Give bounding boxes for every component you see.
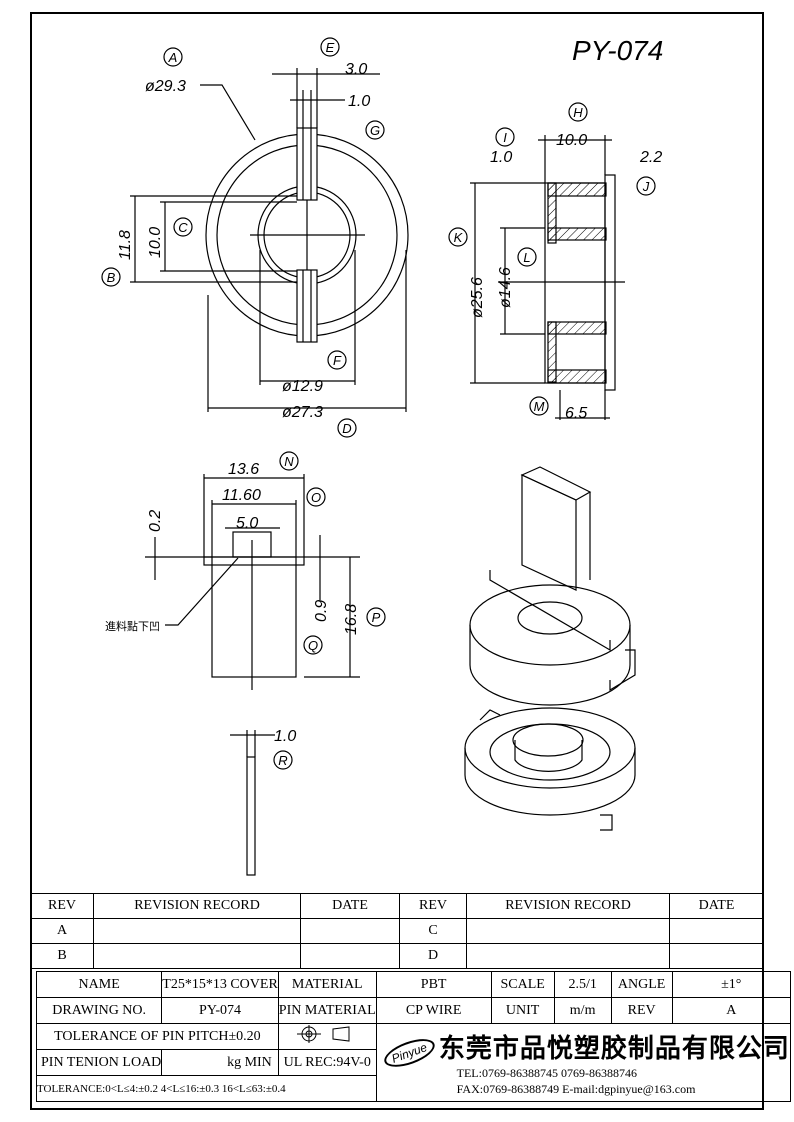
revision-table: REV REVISION RECORD DATE REV REVISION RE… <box>30 893 764 969</box>
dim-5-0: 5.0 <box>236 515 258 532</box>
company-name: 东莞市品悦塑胶制品有限公司 <box>438 1034 790 1064</box>
marker-c: C <box>178 220 188 235</box>
rev-cell: B <box>30 943 94 969</box>
rev-value: A <box>671 997 791 1024</box>
company-fax: FAX:0769-86388749 E-mail:dgpinyue@163.co… <box>456 1082 696 1096</box>
callout-markers <box>101 37 656 770</box>
dim-25-6: ø25.6 <box>469 277 486 318</box>
marker-b: B <box>107 270 116 285</box>
rev-cell: C <box>399 918 467 944</box>
material-label: MATERIAL <box>277 971 377 998</box>
marker-m: M <box>534 399 545 414</box>
dim-16-8: 16.8 <box>343 604 360 635</box>
top-view <box>130 68 409 412</box>
dim-29-3: ø29.3 <box>145 78 186 95</box>
date-header-2: DATE <box>669 893 764 919</box>
marker-r: R <box>278 753 287 768</box>
marker-a: A <box>168 50 178 65</box>
title-block: NAME T25*15*13 COVER MATERIAL PBT SCALE … <box>35 971 791 1102</box>
dim-1-0-side: 1.0 <box>490 149 512 166</box>
rev-header-2: REV <box>399 893 467 919</box>
name-label: NAME <box>35 971 163 998</box>
marker-f: F <box>333 353 342 368</box>
material-value: PBT <box>375 971 492 998</box>
pin-load-unit: kg MIN <box>161 1049 279 1076</box>
date-header: DATE <box>300 893 400 919</box>
dim-27-3: ø27.3 <box>282 404 323 421</box>
dim-11-8: 11.8 <box>117 230 134 260</box>
dim-0-9: 0.9 <box>313 600 330 622</box>
dim-2-2: 2.2 <box>639 149 662 166</box>
dim-11-60: 11.60 <box>222 487 261 504</box>
marker-n: N <box>284 454 294 469</box>
angle-label: ANGLE <box>610 971 673 998</box>
dim-0-2: 0.2 <box>147 510 164 532</box>
rev-cell: D <box>399 943 467 969</box>
revision-header-row: REV REVISION RECORD DATE REV REVISION RE… <box>30 893 764 919</box>
scale-label: SCALE <box>490 971 555 998</box>
drawing-no-label: DRAWING NO. <box>35 997 163 1024</box>
date-cell <box>669 943 764 969</box>
marker-g: G <box>370 123 380 138</box>
drawing-frame <box>30 12 764 1110</box>
date-cell <box>300 918 400 944</box>
ul-rating: UL REC:94V-0 <box>277 1049 377 1076</box>
marker-p: P <box>372 610 381 625</box>
rev-header: REV <box>30 893 94 919</box>
drawing-no-value: PY-074 <box>161 997 279 1024</box>
dim-13-6: 13.6 <box>228 461 259 478</box>
record-cell <box>93 918 301 944</box>
revision-record-header-2: REVISION RECORD <box>466 893 670 919</box>
marker-e: E <box>326 40 335 55</box>
date-cell <box>669 918 764 944</box>
tolerance-pin-pitch: TOLERANCE OF PIN PITCH±0.20 <box>36 1023 279 1050</box>
revision-row: B D <box>30 943 764 969</box>
dim-6-5: 6.5 <box>565 405 587 422</box>
dim-10-0-left: 10.0 <box>147 227 164 258</box>
marker-l: L <box>523 250 530 265</box>
projection-symbol <box>277 1023 377 1050</box>
dim-14-6: ø14.6 <box>497 267 514 308</box>
side-section-view <box>470 135 625 420</box>
pin-material-value: CP WIRE <box>375 997 492 1024</box>
company-block: Pinyue 东莞市品悦塑胶制品有限公司 TEL:0769-86388745 0… <box>375 1023 791 1102</box>
pin-material-label: PIN MATERIAL <box>277 997 377 1024</box>
marker-j: J <box>642 179 650 194</box>
front-view <box>145 474 360 690</box>
rev-label: REV <box>610 997 673 1024</box>
unit-label: UNIT <box>490 997 555 1024</box>
angle-value: ±1° <box>671 971 791 998</box>
dim-1-0-top: 1.0 <box>348 93 370 110</box>
unit-value: m/m <box>553 997 612 1024</box>
dim-3-0: 3.0 <box>345 61 367 78</box>
dim-1-0-pin: 1.0 <box>274 728 296 745</box>
first-angle-projection-icon <box>297 1025 350 1043</box>
drawing-title: PY-074 <box>572 35 663 66</box>
revision-row: A C <box>30 918 764 944</box>
dim-10-0-side: 10.0 <box>556 132 587 149</box>
marker-k: K <box>454 230 464 245</box>
dim-12-9: ø12.9 <box>282 378 323 395</box>
company-tel: TEL:0769-86388745 0769-86388746 <box>456 1066 637 1080</box>
rev-cell: A <box>30 918 94 944</box>
record-cell <box>93 943 301 969</box>
pin-view <box>230 730 275 876</box>
marker-d: D <box>342 421 351 436</box>
marker-o: O <box>311 490 321 505</box>
date-cell <box>300 943 400 969</box>
name-value: T25*15*13 COVER <box>161 971 279 998</box>
isometric-view <box>464 466 636 831</box>
marker-q: Q <box>308 638 318 653</box>
pin-load-label: PIN TENION LOAD <box>35 1049 163 1076</box>
general-tolerance: TOLERANCE:0<L≤4:±0.2 4<L≤16:±0.3 16<L≤63… <box>36 1075 377 1102</box>
scale-value: 2.5/1 <box>553 971 612 998</box>
marker-i: I <box>503 130 507 145</box>
record-cell <box>466 943 670 969</box>
feed-point-note: 進料點下凹 <box>105 619 160 633</box>
marker-h: H <box>573 105 583 120</box>
record-cell <box>466 918 670 944</box>
revision-record-header: REVISION RECORD <box>93 893 301 919</box>
